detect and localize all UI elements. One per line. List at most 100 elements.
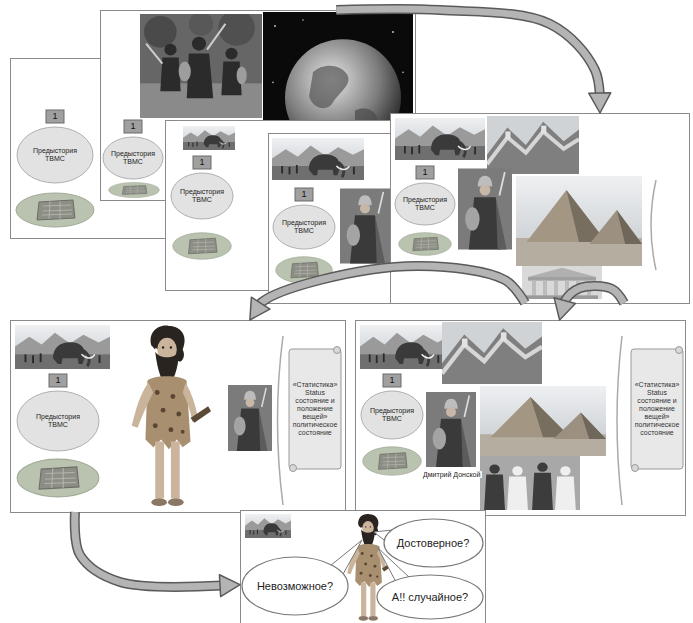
scroll-curl [334,347,341,354]
tablet-picture [109,182,160,197]
tablet-picture [173,233,232,259]
slide-number: 1 [46,110,64,123]
mammoth-picture [395,118,485,160]
slide-number: 1 [416,166,434,179]
scroll-note: «Статистика» Status состояние и положени… [288,345,342,473]
number-box [193,156,211,169]
oval-shape [242,557,348,615]
arrow-body [560,286,624,320]
mammoth-picture [360,325,448,369]
speech-bubble: 1Предыстория ТВМС [272,188,336,250]
speech-bubble: 1Предыстория ТВМС [170,156,234,220]
curved-arrow [75,512,240,597]
bracket [617,336,622,505]
speech-bubble: 1Предыстория ТВМС [102,120,164,180]
scroll-text: «Статистика» Status состояние и положени… [292,381,338,437]
scroll-body [631,349,683,469]
knight-picture [458,169,512,250]
number-box [383,374,401,387]
tablet-picture [17,459,99,497]
slide-frame-8 [241,511,486,623]
knight-picture [426,392,476,467]
slide-frame-6-part [11,321,346,513]
scroll-curl [290,465,297,472]
slide-frame-7 [356,321,686,516]
number-box [49,374,67,387]
bubble-oval [103,137,163,179]
speech-bubble: 1Предыстория ТВМС [16,110,94,184]
tablet-picture [399,233,452,256]
tablet-picture [276,257,333,283]
presentation-slide: 1Предыстория ТВМС [390,113,690,303]
scroll-curl [676,347,683,354]
knight-picture [340,189,390,264]
slide-number: 1 [49,374,67,387]
bubble-text: Предыстория ТВМС [281,219,328,235]
slide-number: 1 [383,374,401,387]
caveman-figure [132,326,211,506]
scroll-text: «Статистика» Status состояние и положени… [634,381,680,437]
bubble-oval [361,391,423,439]
bubble-text: Предыстория ТВМС [26,147,84,163]
speech-bubble: 1Предыстория ТВМС [360,374,424,440]
number-box [295,188,313,201]
tablet-picture [363,447,422,475]
bubble-oval [17,127,93,183]
arrow-body [250,266,525,320]
mammoth-picture [183,126,235,150]
bubble-oval [171,173,233,219]
scroll-note: «Статистика» Status состояние и положени… [630,345,684,473]
crowd-picture [480,456,580,510]
oval-shape [384,519,483,567]
image-caption: Дмитрий Донской [421,471,482,478]
great-wall-picture [442,322,542,384]
number-box [416,166,434,179]
bubble-text: Предыстория ТВМС [179,188,226,204]
oval-shape [377,575,483,619]
mammoth-picture [245,514,291,538]
presentation-slide: Невозможное? Достоверное? А!! случайное? [240,510,485,623]
speech-bubble: 1Предыстория ТВМС [16,374,100,452]
bubble-question: А!! случайное? [392,591,468,603]
bubble-oval [273,205,335,249]
curved-arrow [250,266,525,320]
bubble-oval [17,391,99,451]
bracket [278,336,284,505]
slide-frame-7-part [356,321,686,516]
slide-frame-6 [11,321,346,513]
knight-picture [228,385,272,451]
arrow-body [75,512,240,587]
warriors-picture [140,10,262,118]
pyramids-picture [516,176,642,266]
arrow-head [589,93,611,113]
slide-number: 1 [193,156,211,169]
arrow-head [554,298,575,320]
arrow-outline [336,9,600,113]
slide-frame-5-part [391,114,690,304]
bubble-question: Невозможное? [257,580,333,592]
presentation-slide: 1Предыстория ТВМС «Статистика» Status сос… [355,320,685,515]
arrow-outline [250,266,525,320]
arrow-outline [560,286,624,320]
great-wall-picture [487,116,579,174]
mammoth-picture [272,138,364,180]
curved-arrow [336,9,610,113]
mammoth-picture [15,325,110,369]
presentation-slide: 1Предыстория ТВМС [100,10,415,200]
bubble-oval [395,183,455,225]
bubble-text: Предыстория ТВМС [27,413,89,429]
number-box [124,120,142,133]
arrow-outline [75,512,240,587]
slide-frame-8-part [241,511,486,623]
slide-number: 1 [124,120,142,133]
bubble-question: Достоверное? [397,537,470,549]
bracket [651,180,656,270]
scroll-body [289,349,341,469]
number-box [46,110,64,123]
bubble-text: Предыстория ТВМС [369,407,416,423]
curved-arrow [554,286,624,320]
